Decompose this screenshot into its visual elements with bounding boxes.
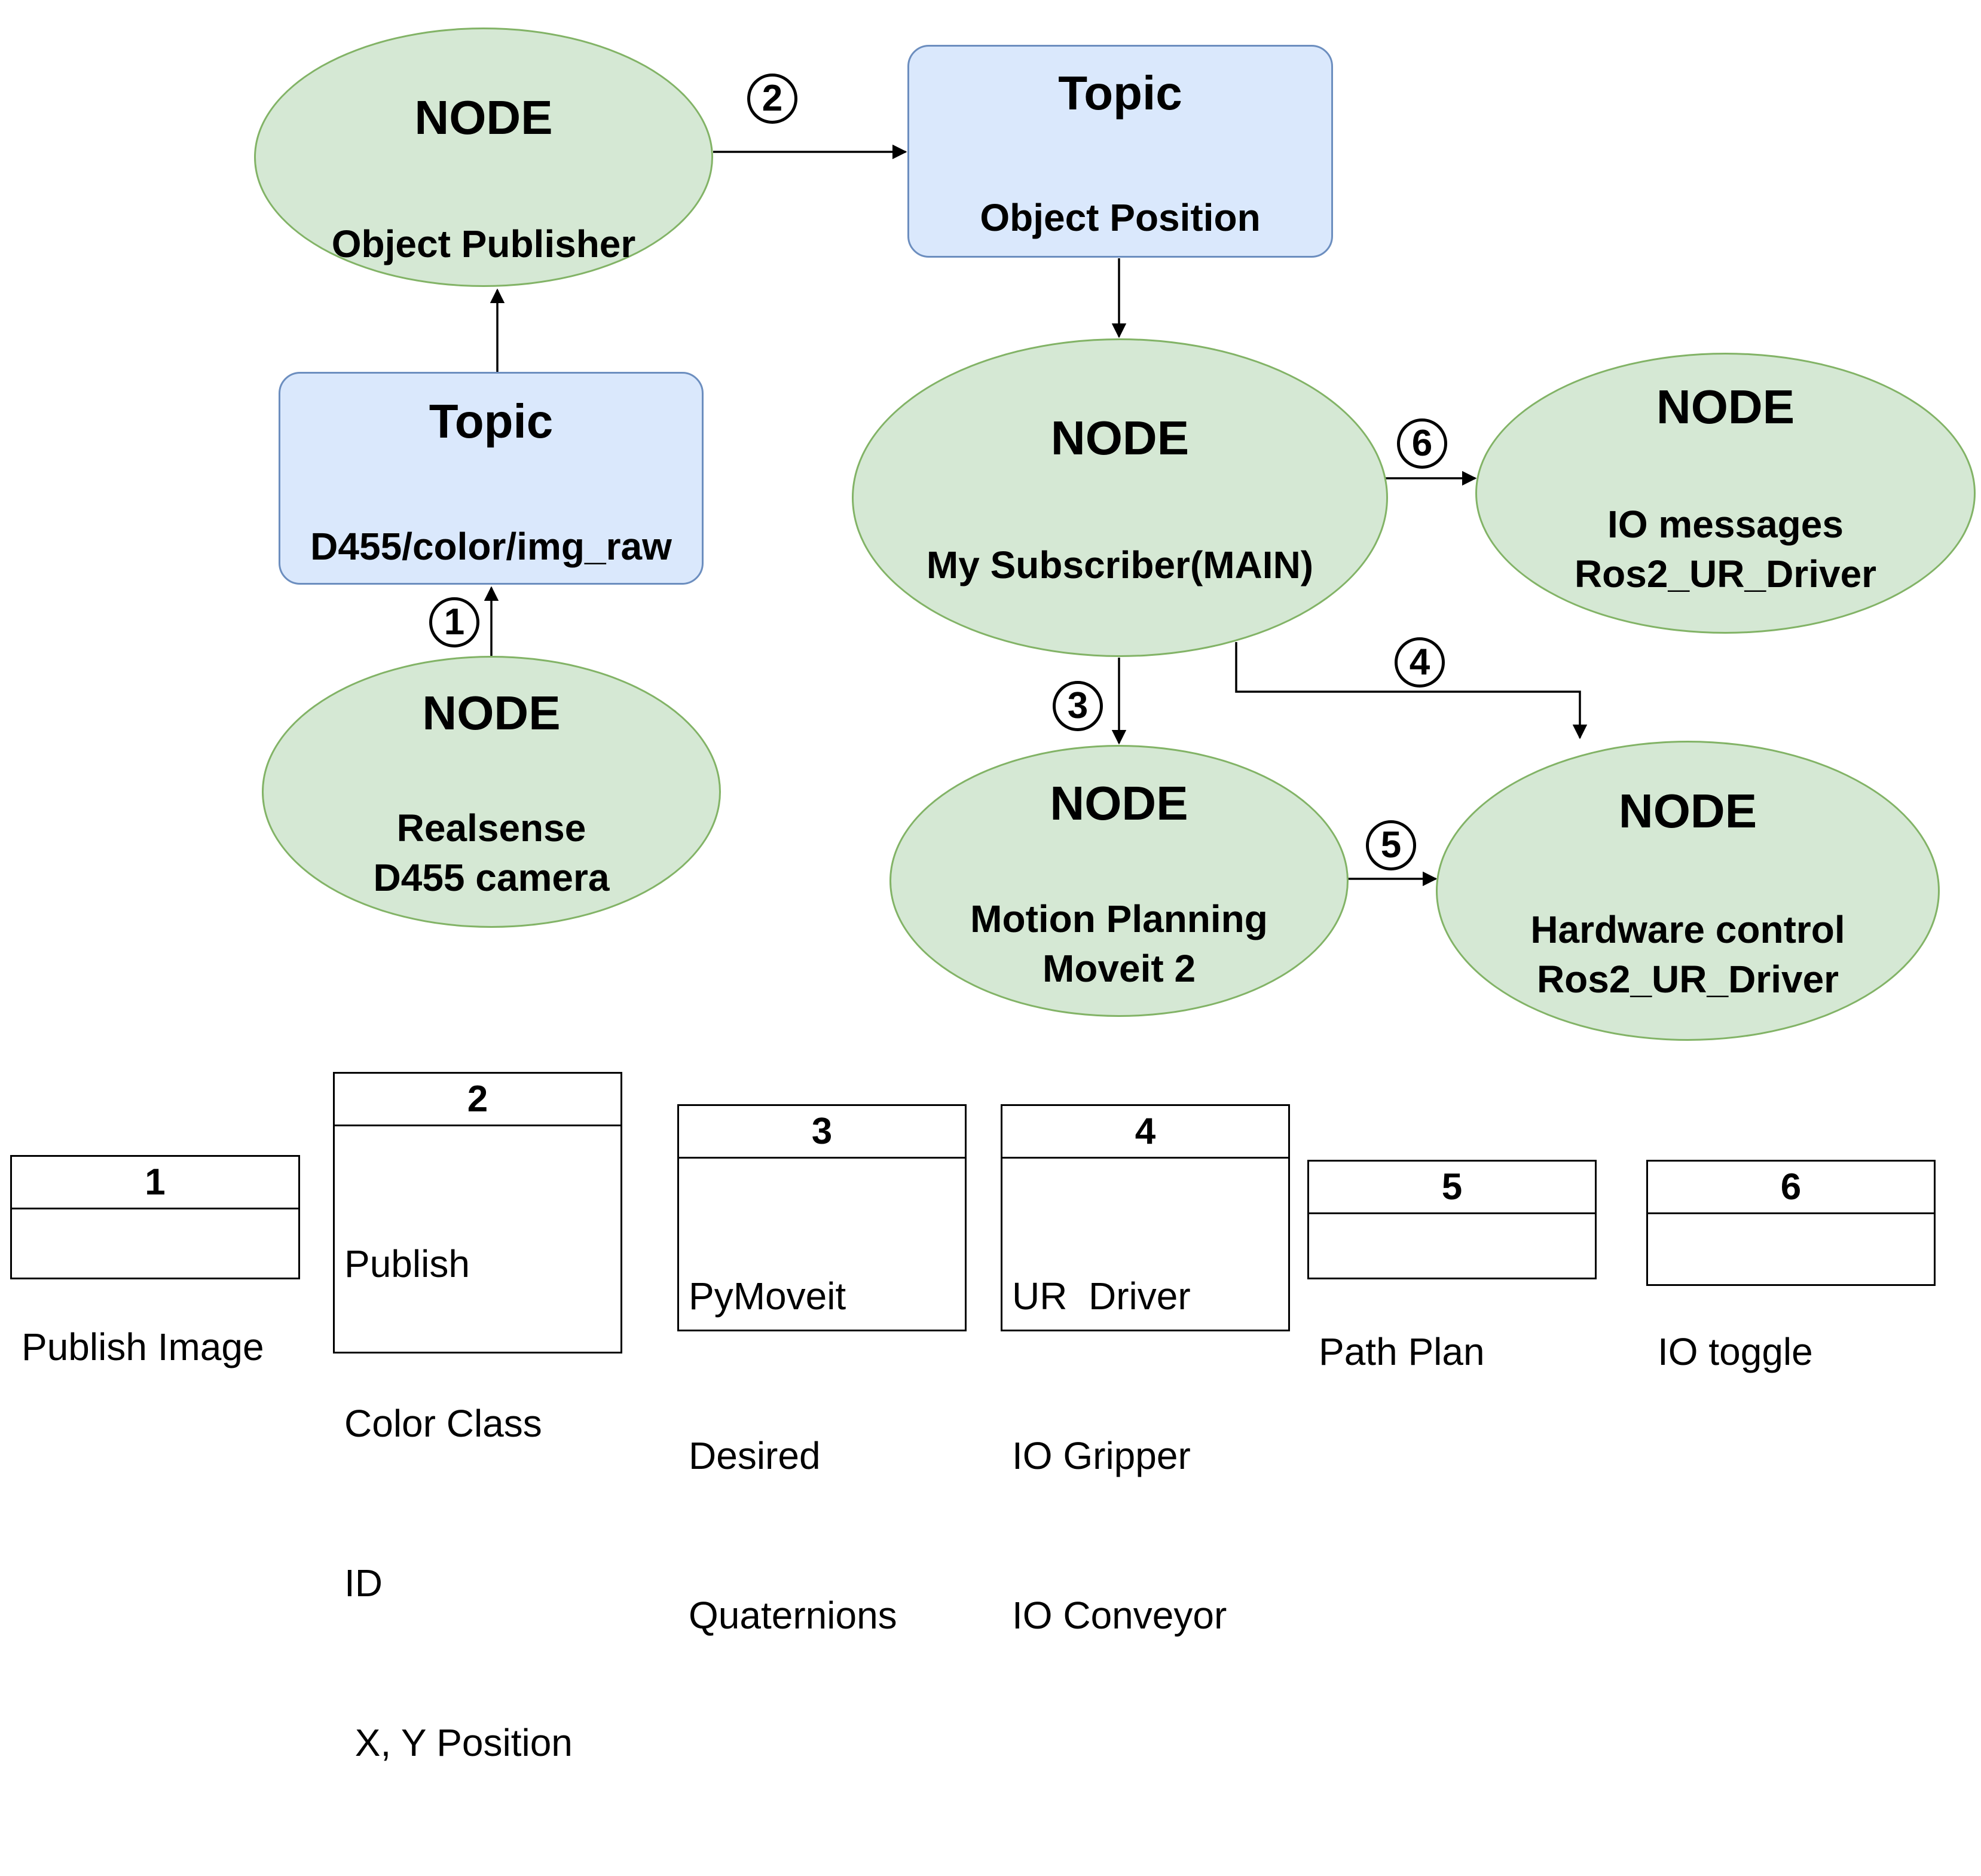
node-label: Hardware control Ros2_UR_Driver bbox=[1438, 905, 1938, 1004]
legend-number: 5 bbox=[1309, 1162, 1595, 1214]
legend-item: X, Y Position bbox=[344, 1721, 573, 1764]
legend-items: Path Plan bbox=[1309, 1214, 1595, 1485]
node-title: NODE bbox=[422, 686, 561, 740]
legend-item: Desired bbox=[689, 1434, 821, 1477]
legend-item: ID bbox=[344, 1562, 383, 1605]
legend-item: Quaternions bbox=[689, 1594, 897, 1637]
node-realsense-camera: NODE Realsense D455 camera bbox=[262, 656, 721, 928]
node-label: Object Publisher bbox=[256, 219, 711, 269]
node-title: NODE bbox=[1656, 380, 1795, 433]
legend-number: 1 bbox=[12, 1157, 298, 1209]
edges-layer bbox=[484, 144, 1588, 887]
legend-item: IO Conveyor bbox=[1012, 1594, 1227, 1637]
topic-label: Object Position bbox=[909, 193, 1331, 243]
node-hardware-control: NODE Hardware control Ros2_UR_Driver bbox=[1436, 741, 1940, 1041]
node-label: IO messages Ros2_UR_Driver bbox=[1477, 500, 1974, 599]
legend-item: IO toggle bbox=[1658, 1330, 1813, 1373]
node-label-line: Ros2_UR_Driver bbox=[1536, 958, 1839, 1001]
step-marker-3: 3 bbox=[1053, 681, 1103, 731]
legend-item: UR Driver bbox=[1012, 1275, 1191, 1318]
node-label-line: My Subscriber(MAIN) bbox=[926, 543, 1314, 586]
legend-items: Publish Image bbox=[12, 1209, 298, 1480]
topic-label-line: Object Position bbox=[980, 196, 1261, 239]
legend-item: Publish bbox=[344, 1242, 470, 1285]
node-title: NODE bbox=[1050, 777, 1188, 830]
node-label-line: Motion Planning bbox=[970, 897, 1268, 940]
legend-item: PyMoveit bbox=[689, 1275, 846, 1318]
legend-item: Color Class bbox=[344, 1402, 542, 1445]
legend-box-6: 6 IO toggle bbox=[1646, 1160, 1936, 1373]
legend-box-5: 5 Path Plan bbox=[1307, 1160, 1597, 1373]
legend-items: IO toggle bbox=[1648, 1214, 1934, 1485]
node-title: NODE bbox=[1050, 411, 1190, 465]
topic-img-raw: Topic D455/color/img_raw bbox=[279, 372, 704, 585]
topic-label-line: D455/color/img_raw bbox=[310, 525, 672, 568]
node-label-line: Object Publisher bbox=[331, 222, 636, 265]
edge-my-subscriber-to-hardware-control bbox=[1235, 642, 1588, 740]
topic-object-position: Topic Object Position bbox=[907, 45, 1333, 258]
step-marker-4: 4 bbox=[1395, 637, 1445, 688]
node-label-line: IO messages bbox=[1607, 503, 1844, 546]
topic-title: Topic bbox=[1058, 66, 1182, 120]
node-label-line: Ros2_UR_Driver bbox=[1574, 552, 1877, 595]
node-label: Motion Planning Moveit 2 bbox=[891, 894, 1347, 994]
legend-item: Path Plan bbox=[1319, 1330, 1485, 1373]
step-marker-6: 6 bbox=[1397, 418, 1447, 469]
legend-box-4: 4 UR Driver IO Gripper IO Conveyor bbox=[1001, 1104, 1290, 1637]
node-io-messages: NODE IO messages Ros2_UR_Driver bbox=[1475, 353, 1976, 634]
legend-number: 2 bbox=[335, 1074, 620, 1126]
node-object-publisher: NODE Object Publisher bbox=[254, 28, 713, 287]
node-my-subscriber: NODE My Subscriber(MAIN) bbox=[852, 338, 1388, 657]
legend-box-2: 2 Publish Color Class ID X, Y Position bbox=[333, 1072, 622, 1764]
legend-items: UR Driver IO Gripper IO Conveyor bbox=[1002, 1159, 1288, 1749]
node-label: My Subscriber(MAIN) bbox=[854, 540, 1386, 590]
step-marker-2: 2 bbox=[747, 74, 797, 124]
step-marker-5: 5 bbox=[1366, 820, 1416, 870]
node-title: NODE bbox=[414, 91, 553, 144]
legend-box-3: 3 PyMoveit Desired Quaternions bbox=[677, 1104, 967, 1637]
legend-items: Publish Color Class ID X, Y Position bbox=[335, 1126, 620, 1876]
legend-item: IO Gripper bbox=[1012, 1434, 1191, 1477]
legend-box-1: 1 Publish Image bbox=[10, 1155, 300, 1368]
node-title: NODE bbox=[1618, 784, 1757, 838]
topic-label: D455/color/img_raw bbox=[280, 522, 702, 572]
legend-items: PyMoveit Desired Quaternions bbox=[679, 1159, 965, 1749]
legend-number: 3 bbox=[679, 1106, 965, 1159]
node-motion-planning: NODE Motion Planning Moveit 2 bbox=[889, 745, 1349, 1017]
topic-title: Topic bbox=[429, 395, 554, 448]
node-label-line: Hardware control bbox=[1530, 908, 1845, 951]
legend-number: 6 bbox=[1648, 1162, 1934, 1214]
node-label-line: Moveit 2 bbox=[1042, 947, 1196, 990]
node-label-line: D455 camera bbox=[373, 856, 610, 899]
step-marker-1: 1 bbox=[429, 597, 479, 647]
legend-number: 4 bbox=[1002, 1106, 1288, 1159]
node-label-line: Realsense bbox=[396, 806, 586, 850]
node-label: Realsense D455 camera bbox=[264, 803, 719, 903]
legend-item: Publish Image bbox=[22, 1325, 264, 1368]
